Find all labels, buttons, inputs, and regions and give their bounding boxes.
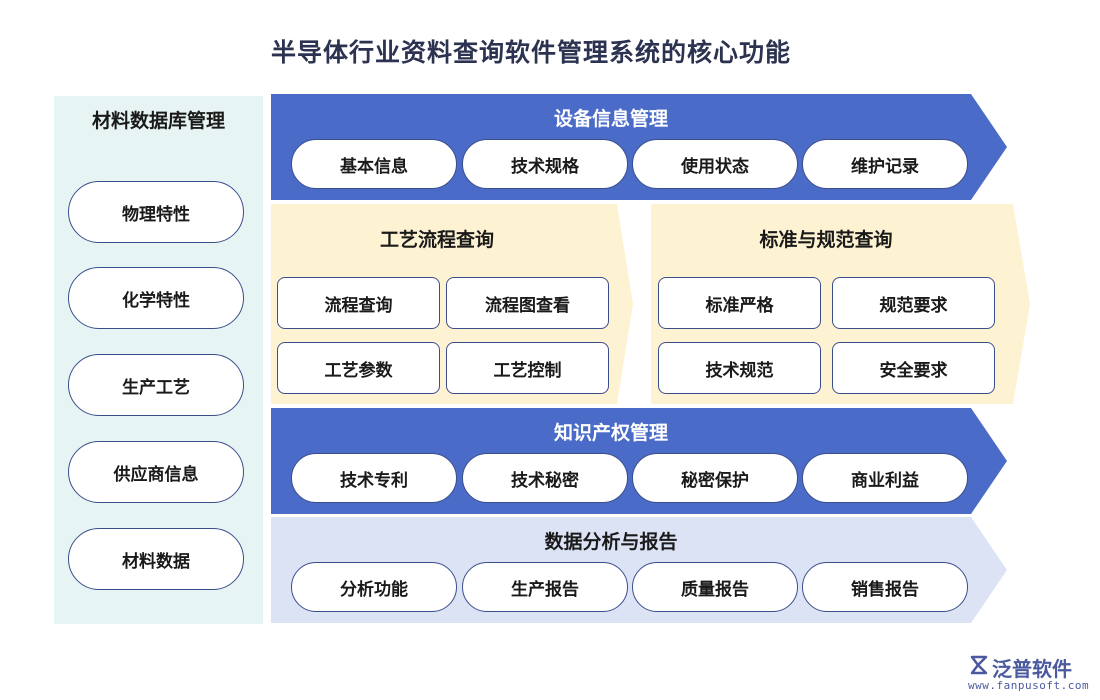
left-item-material-data[interactable]: 材料数据 [68,528,244,590]
analysis-function-button[interactable]: 分析功能 [291,562,457,612]
analysis-band: 数据分析与报告 分析功能 生产报告 质量报告 销售报告 [271,517,1007,623]
fanpu-logo-url: www.fanpusoft.com [968,679,1090,692]
equipment-tech-spec-button[interactable]: 技术规格 [462,139,628,189]
equipment-maintenance-button[interactable]: 维护记录 [802,139,968,189]
analysis-quality-report-button[interactable]: 质量报告 [632,562,798,612]
ip-patent-button[interactable]: 技术专利 [291,453,457,503]
fanpu-logo: 泛普软件 www.fanpusoft.com [962,651,1090,695]
standards-band: 标准与规范查询 标准严格 规范要求 技术规范 安全要求 [651,204,1030,404]
left-item-chemical-properties[interactable]: 化学特性 [68,267,244,329]
equipment-usage-status-button[interactable]: 使用状态 [632,139,798,189]
materials-database-title: 材料数据库管理 [91,110,225,132]
process-control-button[interactable]: 工艺控制 [446,342,609,394]
fanpu-logo-name: 泛普软件 [992,657,1072,681]
analysis-sales-report-button[interactable]: 销售报告 [802,562,968,612]
ip-secret-protection-button[interactable]: 秘密保护 [632,453,798,503]
ip-business-interest-button[interactable]: 商业利益 [802,453,968,503]
left-item-supplier-info[interactable]: 供应商信息 [68,441,244,503]
standards-band-title: 标准与规范查询 [759,229,893,251]
analysis-production-report-button[interactable]: 生产报告 [462,562,628,612]
page-title: 半导体行业资料查询软件管理系统的核心功能 [270,38,791,67]
process-params-button[interactable]: 工艺参数 [277,342,440,394]
equipment-basic-info-button[interactable]: 基本信息 [291,139,457,189]
process-band: 工艺流程查询 流程查询 流程图查看 工艺参数 工艺控制 [271,204,633,404]
standards-requirements-button[interactable]: 规范要求 [832,277,995,329]
process-flowchart-button[interactable]: 流程图查看 [446,277,609,329]
process-band-title: 工艺流程查询 [379,229,494,251]
materials-database-panel: 材料数据库管理 物理特性 化学特性 生产工艺 供应商信息 材料数据 [54,96,263,624]
ip-trade-secret-button[interactable]: 技术秘密 [462,453,628,503]
left-item-production-process[interactable]: 生产工艺 [68,354,244,416]
analysis-band-title: 数据分析与报告 [544,531,678,553]
ip-band-title: 知识产权管理 [553,422,668,444]
fanpu-logo-icon [970,655,988,675]
standards-tech-spec-button[interactable]: 技术规范 [658,342,821,394]
ip-band: 知识产权管理 技术专利 技术秘密 秘密保护 商业利益 [271,408,1007,514]
standards-strict-button[interactable]: 标准严格 [658,277,821,329]
process-query-button[interactable]: 流程查询 [277,277,440,329]
equipment-band: 设备信息管理 基本信息 技术规格 使用状态 维护记录 [271,94,1007,200]
left-item-physical-properties[interactable]: 物理特性 [68,181,244,243]
standards-safety-button[interactable]: 安全要求 [832,342,995,394]
equipment-band-title: 设备信息管理 [553,108,668,130]
